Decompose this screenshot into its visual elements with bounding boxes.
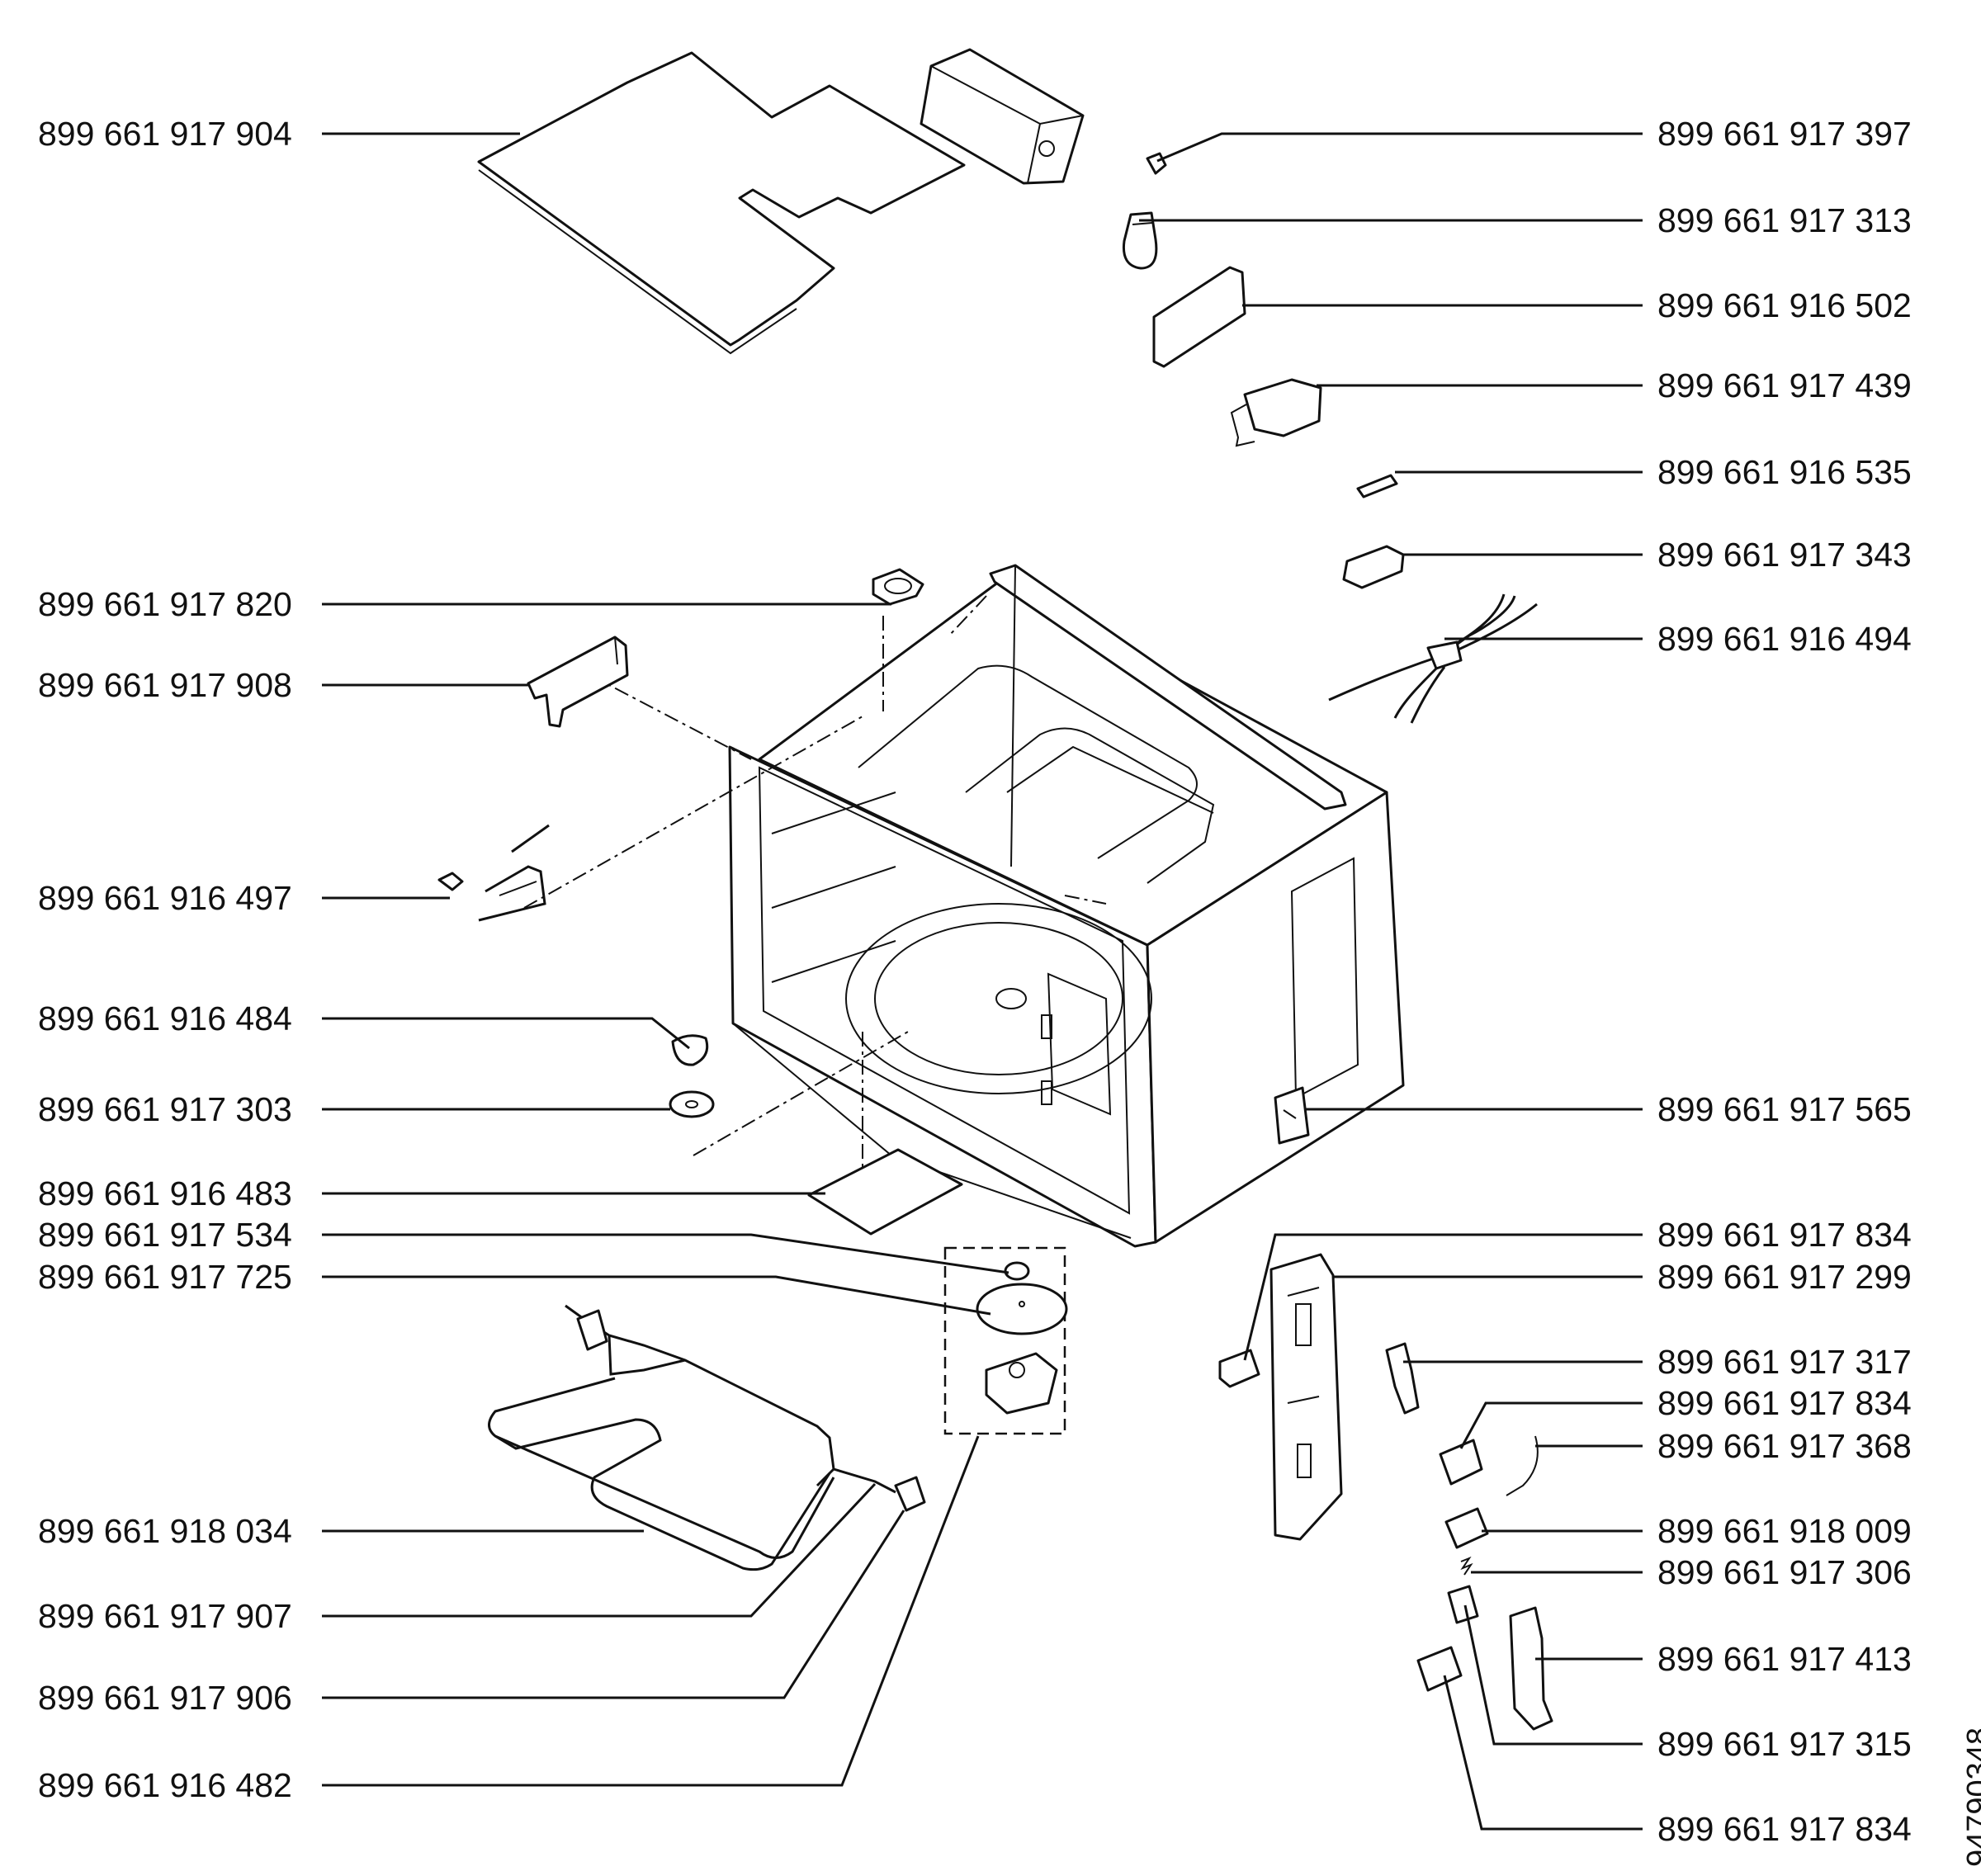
part-label-right-9: 899 661 917 834 [1657,1216,1912,1254]
part-label-right-12: 899 661 917 834 [1657,1384,1912,1422]
part-label-right-15: 899 661 917 306 [1657,1553,1912,1591]
latch-board [1269,1253,1343,1541]
part-label-right-8: 899 661 917 565 [1657,1090,1912,1128]
part-label-left-3: 899 661 917 908 [38,666,292,704]
part-label-left-4: 899 661 916 497 [38,879,292,917]
latch-lever [1385,1342,1420,1415]
thermal-switch [1342,545,1405,589]
document-id: 94790348 [1961,1727,1981,1867]
microswitch-a [1218,1349,1260,1388]
part-label-right-13: 899 661 917 368 [1657,1427,1912,1465]
transformer-box [920,48,1085,185]
door-hinge-pin [437,824,550,922]
part-label-left-6: 899 661 917 303 [38,1090,292,1128]
part-label-right-5: 899 661 916 535 [1657,453,1912,491]
part-label-left-11: 899 661 917 907 [38,1597,292,1635]
lamp-bulb [1122,211,1158,270]
door-hook [1509,1606,1553,1731]
switch-holder [1447,1585,1479,1624]
hinge-bracket [527,636,629,728]
washer [669,1090,715,1118]
part-label-left-8: 899 661 917 534 [38,1216,292,1254]
part-label-right-2: 899 661 917 313 [1657,201,1912,239]
part-label-left-9: 899 661 917 725 [38,1258,292,1296]
part-label-right-3: 899 661 916 502 [1657,286,1912,324]
microswitch-c [1444,1507,1489,1549]
fuse [1356,474,1398,499]
part-label-right-18: 899 661 917 834 [1657,1810,1912,1848]
part-label-right-7: 899 661 916 494 [1657,620,1912,658]
part-label-left-5: 899 661 916 484 [38,999,292,1037]
part-label-left-10: 899 661 918 034 [38,1512,292,1550]
part-label-right-1: 899 661 917 397 [1657,115,1912,153]
part-label-right-11: 899 661 917 317 [1657,1343,1912,1381]
part-label-left-12: 899 661 917 906 [38,1679,292,1717]
waveguide-cover [807,1148,963,1236]
capacitor-bracket [1230,378,1322,447]
part-label-left-7: 899 661 916 483 [38,1174,292,1212]
turntable-motor-group [943,1246,1068,1435]
small-plate [1274,1086,1310,1145]
microswitch-b [1439,1435,1539,1496]
leader-lines [322,132,1643,1831]
part-label-right-4: 899 661 917 439 [1657,366,1912,404]
oven-chassis [728,564,1405,1248]
part-label-right-6: 899 661 917 343 [1657,536,1912,574]
lamp-socket [1146,152,1167,175]
top-cover-plate [477,51,966,355]
spring [1460,1556,1473,1576]
part-label-right-17: 899 661 917 315 [1657,1725,1912,1763]
part-label-left-2: 899 661 917 820 [38,585,292,623]
part-label-left-1: 899 661 917 904 [38,115,292,153]
assembly-lines [523,595,1107,1222]
power-cord [1328,593,1538,724]
grill-heater-element [488,1304,926,1571]
part-label-right-10: 899 661 917 299 [1657,1258,1912,1296]
part-label-left-13: 899 661 916 482 [38,1766,292,1804]
part-label-right-14: 899 661 918 009 [1657,1512,1912,1550]
mica-cover [1152,266,1246,368]
microswitch-d [1416,1646,1463,1692]
part-label-right-16: 899 661 917 413 [1657,1640,1912,1678]
light-socket-top [872,568,924,606]
